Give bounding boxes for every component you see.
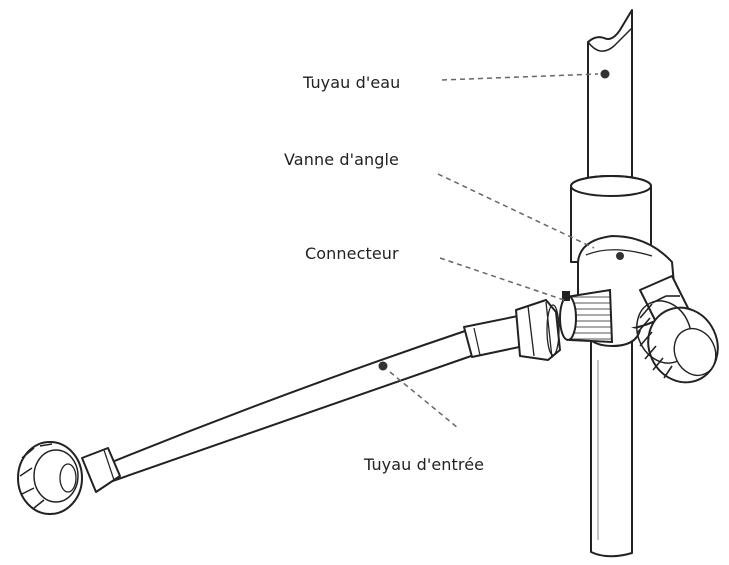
water-pipe-marker (600, 69, 610, 79)
water-pipe (587, 9, 633, 558)
inlet-hose (17, 299, 561, 515)
valve-knob (636, 295, 719, 384)
label-angle-valve: Vanne d'angle (284, 150, 399, 169)
leader-connector (439, 257, 565, 301)
leader-inlet-hose (389, 371, 459, 429)
label-water-pipe: Tuyau d'eau (303, 73, 401, 92)
label-inlet-hose: Tuyau d'entrée (364, 455, 485, 474)
leader-lines (389, 73, 599, 429)
leader-angle-valve (437, 173, 595, 249)
leader-water-pipe (441, 73, 599, 81)
label-connector: Connecteur (305, 244, 399, 263)
connector (559, 288, 614, 344)
